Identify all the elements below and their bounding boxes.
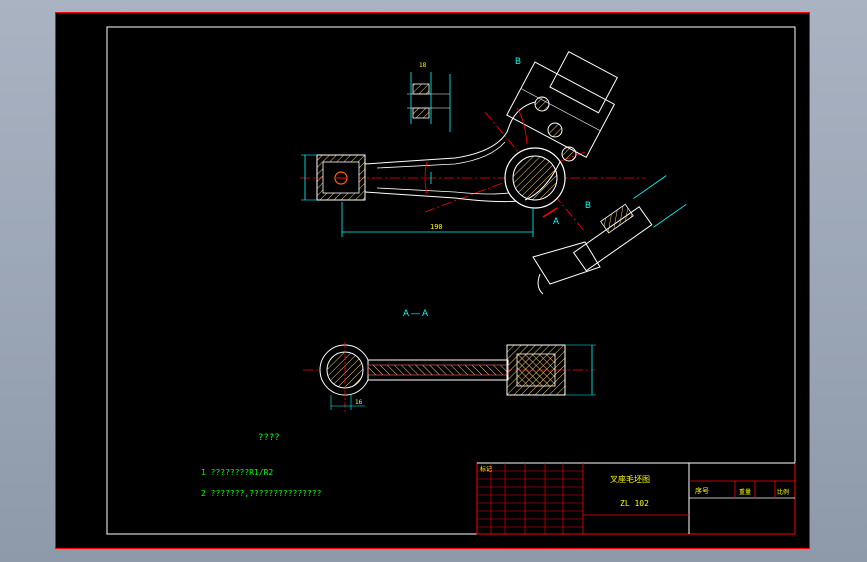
outer-frame bbox=[55, 12, 810, 549]
rows-label: 标记 bbox=[480, 465, 492, 473]
seq-label: 序号 bbox=[695, 486, 709, 495]
view-label-b-top: B bbox=[515, 56, 521, 66]
technical-notes: ???? 1 ????????R1/R2 2 ???????,?????????… bbox=[201, 433, 322, 498]
dim-small-18: 18 bbox=[419, 62, 427, 69]
section-label: A — A bbox=[403, 308, 428, 318]
col-b-label: 比例 bbox=[777, 488, 789, 496]
notes-title: ???? bbox=[258, 433, 280, 443]
mechanical-drawing: 190 18 B B A A — A 16 ???? 1 ????????R1/… bbox=[55, 12, 810, 549]
view-label-a: A bbox=[553, 216, 559, 226]
note-2: 2 ???????,??????????????? bbox=[201, 489, 322, 498]
drawing-border bbox=[106, 26, 796, 535]
title-block: 叉座毛坯图 ZL 102 序号 重量 比例 标记 bbox=[476, 462, 796, 535]
view-label-b-side: B bbox=[585, 200, 591, 210]
dim-pad-width: 16 bbox=[355, 399, 363, 406]
drawing-number: ZL 102 bbox=[620, 499, 649, 508]
col-a-label: 重量 bbox=[739, 488, 751, 496]
part-name: 叉座毛坯图 bbox=[610, 474, 650, 484]
note-1: 1 ????????R1/R2 bbox=[201, 468, 273, 477]
cad-viewport[interactable]: 190 18 B B A A — A 16 ???? 1 ????????R1/… bbox=[55, 12, 810, 549]
dim-190: 190 bbox=[430, 223, 443, 231]
section-view: A — A 16 bbox=[303, 308, 596, 412]
main-view: 190 18 B B A bbox=[300, 51, 687, 295]
